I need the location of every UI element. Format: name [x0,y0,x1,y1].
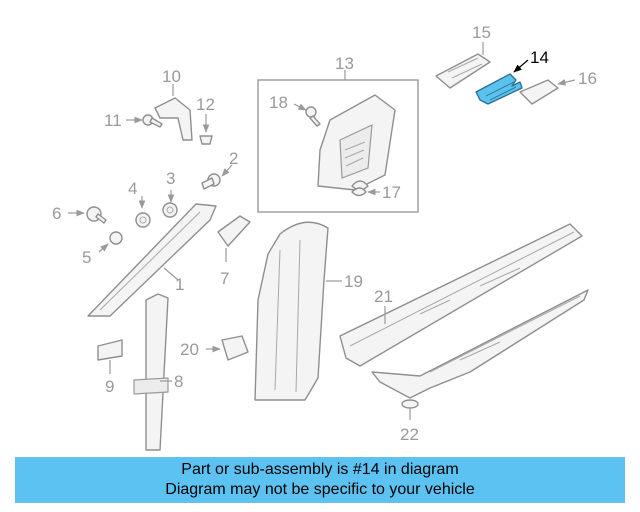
part-6-clip [68,206,107,224]
callout-9: 9 [105,377,114,396]
part-4-nut [135,196,151,228]
part-21-sill-plate [339,223,583,367]
banner-line-2: Diagram may not be specific to your vehi… [165,481,475,498]
callout-1: 1 [175,275,184,294]
part-3-nut [162,190,178,218]
callout-19: 19 [344,272,363,291]
part-18-screw [293,103,321,127]
part-17-clip [351,187,380,197]
part-5-clip [98,231,123,253]
part-13-assembly-box [257,70,419,213]
callout-18: 18 [269,93,288,112]
callout-20: 20 [180,340,199,359]
part-12-clip [199,114,213,145]
callout-8: 8 [174,372,183,391]
callout-14: 14 [530,48,549,67]
part-15-bracket [435,42,491,89]
part-8-pillar-inner [133,293,172,451]
callout-16: 16 [578,69,597,88]
callout-5: 5 [82,248,91,267]
part-20-clip [206,335,249,361]
part-16-clip [519,78,576,105]
part-7-clip [217,215,251,262]
part-11-bolt [126,114,163,128]
part-19-pillar-lower [254,221,342,401]
callout-labels: 1 2 3 4 5 6 7 8 9 10 11 12 13 14 15 16 1… [52,23,597,444]
callout-17: 17 [382,183,401,202]
callout-3: 3 [166,169,175,188]
callout-10: 10 [162,67,181,86]
part-1-pillar-trim [87,203,217,317]
callout-21: 21 [374,287,393,306]
callout-6: 6 [52,204,61,223]
callout-12: 12 [196,95,215,114]
part-2-bolt [201,164,233,190]
part-14-highlighted [475,59,529,105]
info-banner: Part or sub-assembly is #14 in diagram D… [15,457,625,503]
callout-11: 11 [104,111,122,130]
callout-7: 7 [220,269,229,288]
callout-13: 13 [335,54,354,73]
callout-4: 4 [128,179,137,198]
callout-22: 22 [400,425,419,444]
part-9-clip [97,339,123,374]
callout-2: 2 [229,149,238,168]
callout-15: 15 [472,23,491,42]
part-22-sill-bracket [371,289,589,420]
part-10-bracket [154,84,193,141]
banner-line-1: Part or sub-assembly is #14 in diagram [181,461,459,478]
